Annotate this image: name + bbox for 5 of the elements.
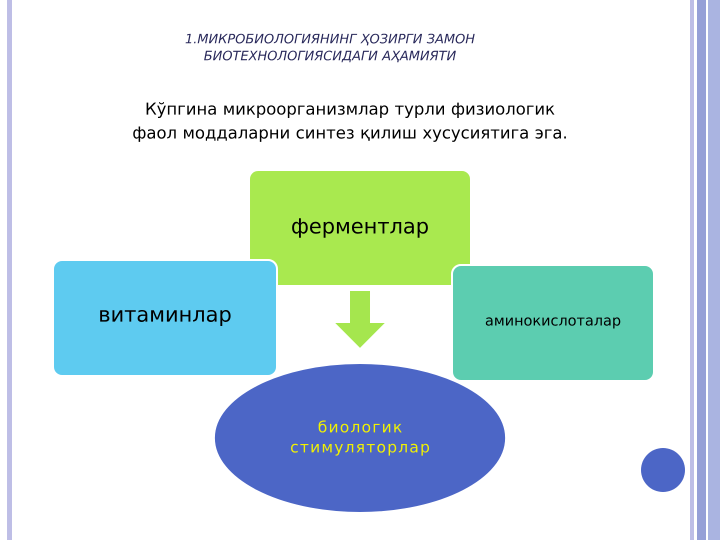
process-box: аминокислоталар — [451, 264, 655, 382]
title: 1.МИКРОБИОЛОГИЯНИНГ ҲОЗИРГИ ЗАМОН БИОТЕХНОЛОГИЯСИДАГИ АҲАМИЯТИ — [186, 34, 475, 62]
process-box: витаминлар — [52, 258, 278, 377]
subtitle: Кўпгина микроорганизмлар турли физиологик фаол моддаларни синтез қилиш хусусиятига эга. — [133, 102, 566, 142]
process-box: ферментлар — [248, 168, 472, 287]
